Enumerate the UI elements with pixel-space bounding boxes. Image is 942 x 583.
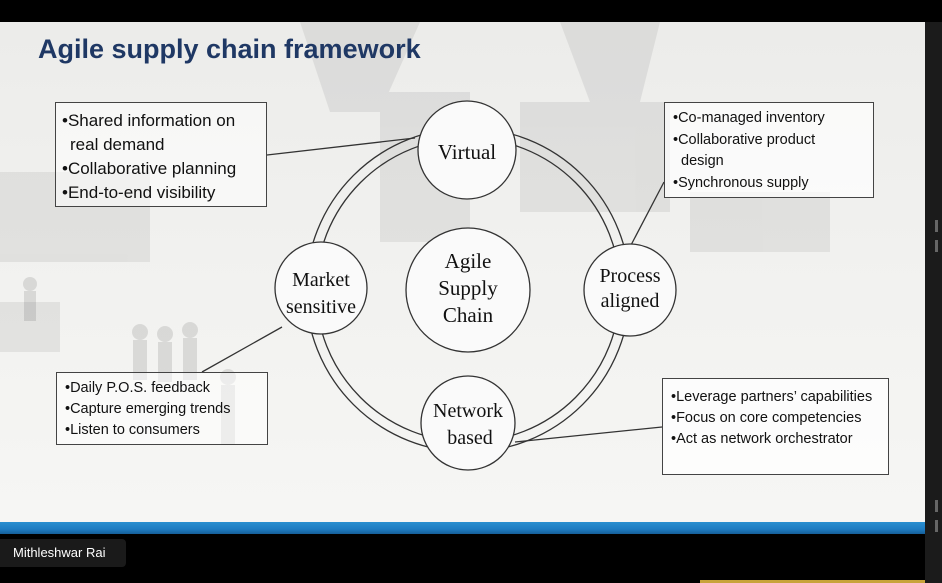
bullet-text: •Synchronous supply — [673, 174, 809, 191]
node-market-label-1: Market — [292, 269, 350, 291]
node-network-based — [420, 375, 516, 471]
edge-marker — [935, 500, 938, 512]
bullet-text: real demand — [70, 135, 165, 154]
node-process-aligned — [583, 243, 677, 337]
slide-title: Agile supply chain framework — [38, 34, 421, 64]
accent-strip — [700, 580, 925, 583]
connector-virtual — [266, 137, 416, 156]
edge-marker — [935, 220, 938, 232]
bullet-text: •Co-managed inventory — [673, 110, 825, 126]
bullet-text: •Focus on core competencies — [671, 410, 862, 426]
box-virtual-details: •Shared information on real demand •Coll… — [55, 102, 267, 207]
connector-network — [514, 426, 663, 443]
box-market-details: •Daily P.O.S. feedback •Capture emerging… — [56, 372, 268, 445]
bullet-text: design — [681, 153, 724, 169]
box-process-details: •Co-managed inventory •Collaborative pro… — [664, 102, 874, 198]
node-process-label-1: Process — [599, 265, 660, 287]
bullet-text: •Leverage partners’ capabilities — [671, 389, 873, 405]
edge-marker — [935, 520, 938, 532]
bullet-text: •Listen to consumers — [65, 422, 200, 438]
right-edge-strip — [925, 22, 942, 583]
slide-footer-bar — [0, 522, 925, 534]
bullet-text: •Collaborative product — [673, 131, 816, 148]
node-process-label-2: aligned — [601, 290, 660, 312]
center-label-2: Supply — [438, 276, 498, 300]
node-market-sensitive — [274, 241, 368, 335]
node-network-label-1: Network — [433, 400, 503, 422]
center-circle — [405, 227, 531, 353]
node-virtual — [417, 100, 517, 200]
bullet-text: •End-to-end visibility — [62, 183, 216, 202]
bullet-text: •Shared information on — [62, 111, 236, 130]
center-label-3: Chain — [443, 303, 494, 327]
box-network-details: •Leverage partners’ capabilities •Focus … — [662, 378, 889, 475]
bullet-text: •Capture emerging trends — [65, 401, 231, 417]
node-market-label-2: sensitive — [286, 296, 356, 318]
participant-name-label: Mithleshwar Rai — [0, 539, 126, 567]
framework-diagram: Agile Supply Chain Virtual Process align… — [201, 100, 677, 471]
connector-process — [629, 181, 665, 248]
bullet-text: •Collaborative planning — [62, 159, 237, 178]
edge-marker — [935, 240, 938, 252]
node-network-label-2: based — [447, 427, 493, 449]
node-virtual-label: Virtual — [438, 140, 496, 164]
bullet-text: •Act as network orchestrator — [671, 431, 853, 447]
connector-market — [201, 326, 283, 373]
center-label-1: Agile — [445, 249, 492, 273]
bullet-text: •Daily P.O.S. feedback — [65, 380, 211, 396]
presentation-slide: Agile supply chain framework Agile Suppl… — [0, 22, 925, 522]
